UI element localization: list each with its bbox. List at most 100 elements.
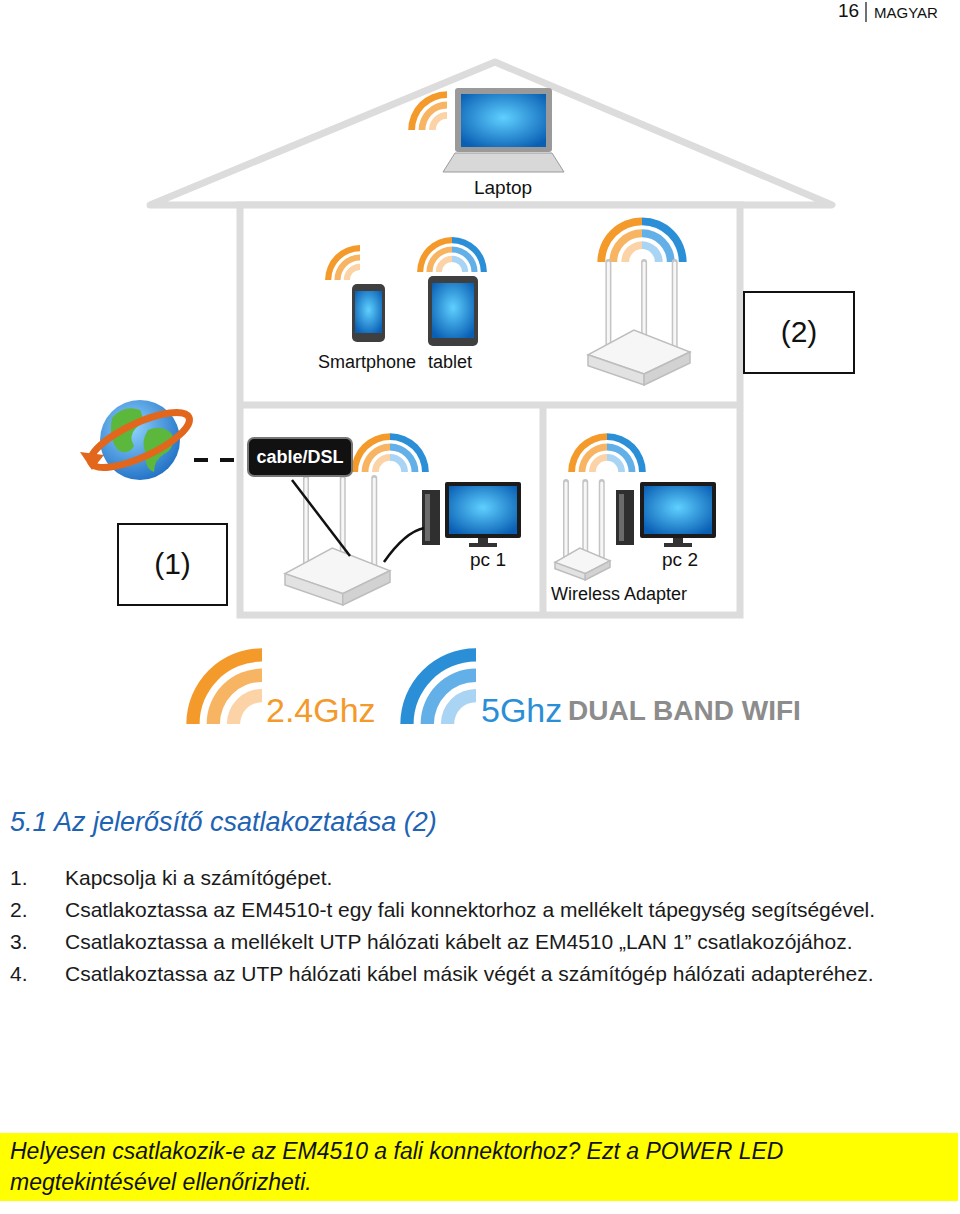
device-label: tablet: [428, 352, 472, 374]
antenna: [607, 263, 610, 347]
wifi-band: [408, 91, 447, 130]
antenna: [305, 479, 308, 565]
wifi-band: [568, 433, 607, 472]
router-front: [588, 355, 644, 385]
wifi-band: [452, 237, 487, 272]
house-wall: [240, 205, 740, 615]
antenna: [600, 483, 603, 558]
wifi-band: [325, 245, 360, 280]
dashed-link: [194, 458, 243, 462]
phone-screen: [355, 291, 382, 333]
antenna: [563, 482, 569, 558]
step-text: Csatlakoztassa a mellékelt UTP hálózati …: [65, 926, 935, 958]
callout-box: (2): [743, 291, 855, 374]
pc-tower-face: [425, 494, 430, 541]
step-text: Kapcsolja ki a számítógépet.: [65, 862, 935, 894]
page-number: 16: [838, 0, 859, 23]
wifi-band: [642, 217, 687, 262]
antenna: [303, 478, 309, 565]
header-separator: [865, 2, 866, 22]
smartphone: [352, 284, 385, 342]
wifi-band: [417, 237, 452, 272]
node-text: cable/DSL: [256, 445, 343, 469]
step-number: 2.: [10, 894, 28, 926]
ring-arrow: [80, 452, 104, 470]
floor: [240, 402, 740, 409]
monitor-screen: [449, 486, 517, 534]
antenna: [373, 479, 376, 565]
modem-box: cable/DSL: [247, 437, 353, 477]
device-label: Wireless Adapter: [551, 584, 687, 606]
device-label: Smartphone: [318, 352, 416, 374]
antenna: [673, 263, 676, 347]
device-label: Laptop: [474, 177, 532, 200]
step-number: 4.: [10, 958, 28, 990]
wifi-band: [390, 433, 429, 472]
globe: [80, 400, 196, 480]
lan-cable: [384, 528, 424, 562]
router-side: [644, 352, 690, 385]
device-label: pc 2: [662, 549, 698, 572]
wifi-icon: [351, 433, 429, 472]
router: [285, 478, 390, 605]
router: [588, 262, 690, 385]
antenna: [565, 483, 568, 558]
wifi-icon: [417, 237, 487, 272]
router-front: [285, 574, 343, 605]
wifi-band: [186, 648, 262, 724]
band-label: 5Ghz: [481, 690, 562, 731]
pc: [422, 482, 521, 547]
router-side: [343, 571, 390, 605]
step-text: Csatlakoztassa az UTP hálózati kábel más…: [65, 958, 935, 990]
antenna: [672, 262, 678, 347]
pc-tower-face: [619, 494, 624, 541]
step-text: Csatlakoztassa az EM4510-t egy fali konn…: [65, 894, 935, 926]
language-tag: MAGYAR: [874, 4, 938, 22]
monitor-base: [664, 543, 692, 547]
phone-body: [352, 284, 385, 342]
pc-tower: [616, 490, 634, 545]
monitor: [445, 482, 521, 538]
dsl-cable: [292, 480, 350, 556]
wifi-icon: [400, 648, 476, 724]
node-text: Helyesen csatlakozik-e az EM4510 a fali …: [10, 1136, 948, 1198]
section-heading: 5.1 Az jelerősítő csatlakoztatása (2): [10, 806, 437, 838]
router: [555, 482, 610, 580]
band-label: 2.4Ghz: [266, 690, 376, 731]
wifi-icon: [597, 217, 686, 262]
monitor-base: [469, 543, 497, 547]
laptop-screen: [461, 94, 546, 147]
antenna: [584, 483, 587, 558]
laptop: [443, 88, 564, 172]
router-side: [585, 561, 610, 580]
house: [150, 62, 832, 615]
monitor: [640, 482, 716, 538]
wifi-icon: [408, 91, 447, 130]
wifi-band: [597, 217, 642, 262]
antenna: [371, 478, 377, 565]
step-number: 3.: [10, 926, 28, 958]
tablet-screen: [432, 283, 474, 338]
tablet-body: [428, 276, 478, 346]
laptop-base: [443, 153, 564, 172]
note-box: Helyesen csatlakozik-e az EM4510 a fali …: [0, 1133, 958, 1201]
wifi-band: [400, 648, 476, 724]
wifi-icon: [186, 648, 262, 724]
node-text: (1): [154, 544, 191, 585]
laptop-lid: [455, 88, 552, 152]
globe-ring: [84, 402, 196, 478]
node-text: (2): [781, 312, 818, 353]
room-divider: [540, 405, 547, 615]
roof: [150, 62, 832, 205]
wifi-band: [607, 433, 646, 472]
wifi-band: [351, 433, 390, 472]
wifi-icon: [325, 245, 360, 280]
pc: [616, 482, 716, 547]
wifi-icon: [568, 433, 646, 472]
tablet: [428, 276, 478, 346]
callout-box: (1): [117, 523, 228, 606]
antenna: [582, 482, 588, 558]
device-label: pc 1: [470, 549, 506, 572]
band-label: DUAL BAND WIFI: [568, 694, 801, 728]
